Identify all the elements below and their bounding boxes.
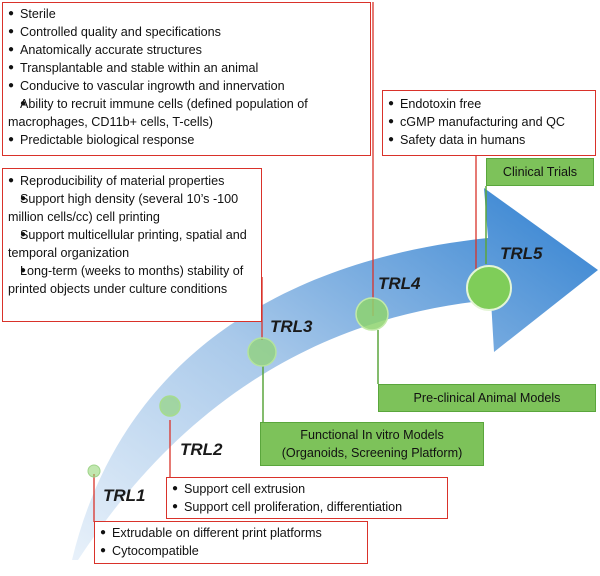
trl2-requirements-box: Support cell extrusion Support cell prol… [166, 477, 448, 519]
trl2-requirements-list: Support cell extrusion Support cell prol… [172, 480, 442, 516]
trl5-requirements-box: Endotoxin free cGMP manufacturing and QC… [382, 90, 596, 156]
preclinical-models-box: Pre-clinical Animal Models [378, 384, 596, 412]
functional-models-subtitle: (Organoids, Screening Platform) [281, 446, 463, 460]
trl5-label: TRL5 [500, 244, 543, 263]
trl4-requirement: Conducive to vascular ingrowth and inner… [8, 77, 365, 95]
trl4-requirements-box: Sterile Controlled quality and specifica… [2, 2, 371, 156]
trl5-requirement: cGMP manufacturing and QC [388, 113, 590, 131]
trl4-requirement: Controlled quality and specifications [8, 23, 365, 41]
trl1-requirements-box: Extrudable on different print platforms … [94, 521, 368, 564]
functional-models-box: Functional In vitro Models (Organoids, S… [260, 422, 484, 466]
trl3-requirements-box: Reproducibility of material properties S… [2, 168, 262, 322]
clinical-trials-box: Clinical Trials [486, 158, 594, 186]
trl3-requirement: Support multicellular printing, spatial … [8, 226, 256, 262]
trl5-requirement: Endotoxin free [388, 95, 590, 113]
milestone-trl2 [159, 395, 181, 417]
trl3-requirement: Reproducibility of material properties [8, 172, 256, 190]
trl3-label: TRL3 [270, 317, 313, 336]
trl3-requirement: Long-term (weeks to months) stability of… [8, 262, 256, 298]
trl1-requirements-list: Extrudable on different print platforms … [100, 524, 362, 560]
functional-models-title: Functional In vitro Models [300, 428, 444, 442]
trl5-requirements-list: Endotoxin free cGMP manufacturing and QC… [388, 95, 590, 149]
trl2-requirement: Support cell proliferation, differentiat… [172, 498, 442, 516]
trl4-label: TRL4 [378, 274, 421, 293]
trl1-requirement: Cytocompatible [100, 542, 362, 560]
trl5-requirement: Safety data in humans [388, 131, 590, 149]
trl4-requirement: Sterile [8, 5, 365, 23]
preclinical-models-label: Pre-clinical Animal Models [413, 391, 561, 405]
trl3-requirements-list: Reproducibility of material properties S… [8, 172, 256, 298]
trl4-requirement: Transplantable and stable within an anim… [8, 59, 365, 77]
milestone-trl4 [355, 297, 389, 331]
trl4-requirements-list: Sterile Controlled quality and specifica… [8, 5, 365, 149]
progress-arrow [72, 188, 598, 560]
trl4-requirement: Predictable biological response [8, 131, 365, 149]
trl3-requirement: Support high density (several 10’s -100 … [8, 190, 256, 226]
trl2-label: TRL2 [180, 440, 223, 459]
trl4-requirement: Anatomically accurate structures [8, 41, 365, 59]
trl1-requirement: Extrudable on different print platforms [100, 524, 362, 542]
milestone-trl3 [247, 337, 277, 367]
trl4-requirement: Ability to recruit immune cells (defined… [8, 95, 365, 131]
milestone-trl5 [466, 265, 512, 311]
trl1-label: TRL1 [103, 486, 146, 505]
clinical-trials-label: Clinical Trials [502, 165, 578, 179]
trl2-requirement: Support cell extrusion [172, 480, 442, 498]
milestone-trl1 [87, 464, 101, 478]
